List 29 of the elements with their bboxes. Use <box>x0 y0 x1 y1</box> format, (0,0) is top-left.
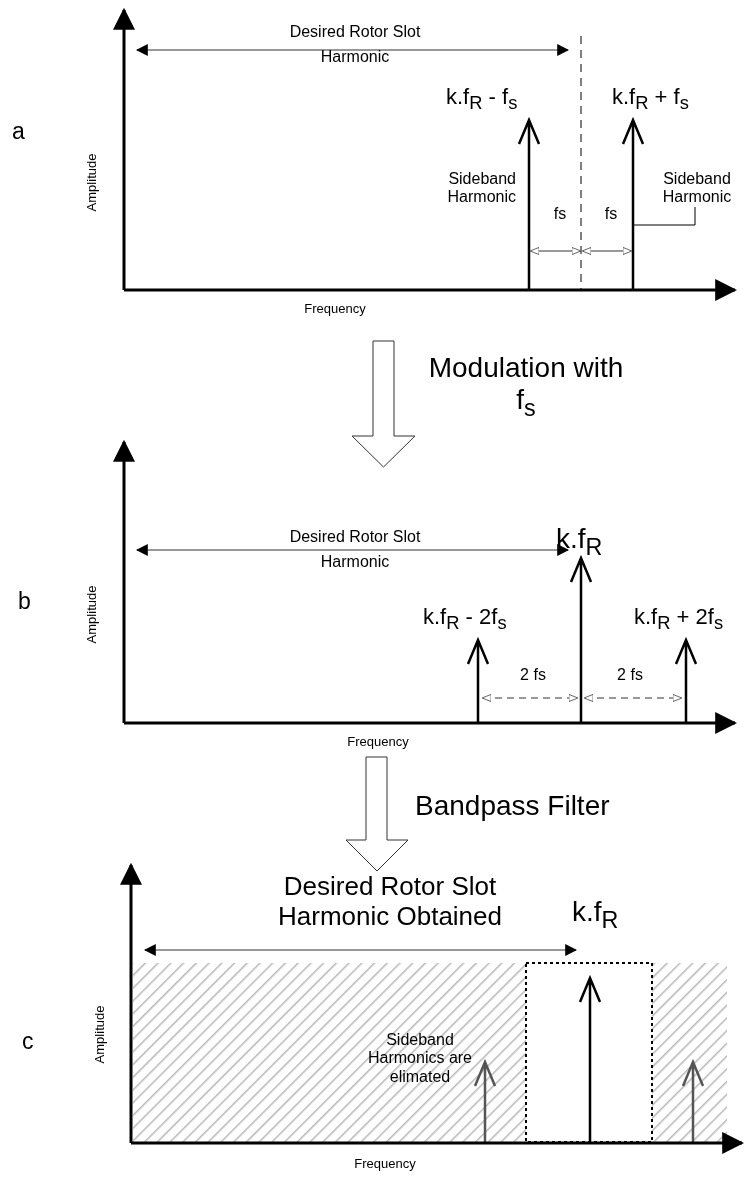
harmonic-spike <box>621 116 645 292</box>
leader-line <box>632 206 696 226</box>
spacing-label: fs <box>552 205 568 224</box>
step-label: Bandpass Filter <box>415 790 611 823</box>
annotation-text: Sideband Harmonic <box>648 170 746 207</box>
axis-label: Amplitude <box>84 152 100 214</box>
axis-label: Frequency <box>346 735 410 750</box>
panel-letter: b <box>18 588 32 615</box>
axis-label: Amplitude <box>92 1004 108 1066</box>
panel-letter: c <box>22 1028 35 1055</box>
harmonic-label: k.f$_{R}$ <box>556 523 604 561</box>
annotation-text: Desired Rotor Slot Harmonic <box>288 527 422 572</box>
spacing-label: 2 fs <box>616 666 644 685</box>
harmonic-label: k.f$_{R}$ + f$_{s}$ <box>612 84 690 114</box>
step-label: Modulation with f$_{s}$ <box>427 352 625 422</box>
harmonic-label: k.f$_{R}$ - 2f$_{s}$ <box>423 604 508 634</box>
harmonic-label: k.f$_{R}$ + 2f$_{s}$ <box>634 604 725 634</box>
annotation-text: Desired Rotor Slot Harmonic <box>288 22 422 67</box>
harmonic-label: k.f$_{R}$ <box>572 896 620 934</box>
harmonic-label: k.f$_{R}$ - f$_{s}$ <box>446 84 519 114</box>
axis-label: Frequency <box>303 302 367 317</box>
annotation-text: Sideband Harmonic <box>446 170 516 207</box>
spacing-label: fs <box>603 205 619 224</box>
annotation-text: Sideband Harmonics are elimated <box>367 1031 473 1087</box>
axis-label: Frequency <box>353 1157 417 1172</box>
annotation-text: Desired Rotor Slot Harmonic Obtained <box>277 872 503 932</box>
panel-letter: a <box>12 118 26 145</box>
spacing-label: 2 fs <box>519 666 547 685</box>
axis-label: Amplitude <box>84 584 100 646</box>
